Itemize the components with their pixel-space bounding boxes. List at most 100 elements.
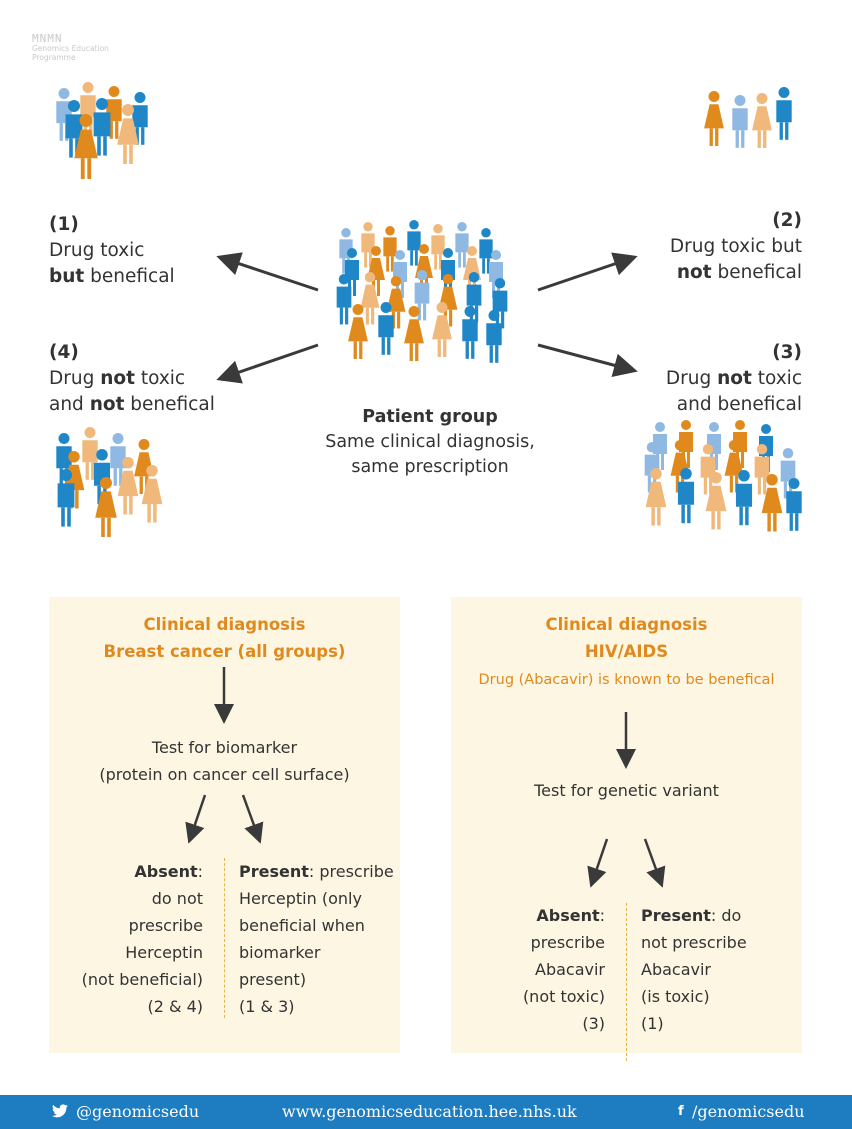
- crowd-patient-group: [336, 220, 508, 363]
- person-figure: [110, 433, 126, 486]
- facebook-icon[interactable]: f: [678, 1104, 684, 1119]
- person-figure: [386, 276, 406, 329]
- person-figure: [486, 310, 502, 363]
- person-figure: [705, 472, 727, 530]
- person-figure: [348, 304, 368, 359]
- right-absent-label: Absent: [536, 906, 600, 925]
- right-arrow-present: [643, 838, 666, 888]
- person-figure: [141, 465, 163, 523]
- group-2-bold: not: [676, 262, 712, 283]
- hiv-heading: Clinical diagnosis HIV/AIDS: [451, 611, 802, 665]
- arrow-to-group-4: [216, 343, 319, 384]
- person-figure: [336, 274, 352, 325]
- website-link[interactable]: www.genomicseducation.hee.nhs.uk: [282, 1102, 577, 1121]
- group-4-pre: Drug: [49, 368, 101, 389]
- left-heading-1: Clinical diagnosis: [143, 615, 306, 634]
- person-figure: [431, 224, 445, 270]
- right-heading-2: HIV/AIDS: [584, 642, 669, 661]
- person-figure: [57, 469, 75, 527]
- group-4-number: (4): [49, 342, 79, 363]
- group-2-post: benefical: [711, 262, 802, 283]
- right-arrow-absent: [587, 838, 609, 888]
- group-1-post: benefical: [84, 266, 175, 287]
- group-1-label: (1) Drug toxic but benefical: [49, 212, 175, 290]
- person-figure: [93, 98, 111, 156]
- left-test-text: Test for biomarker (protein on cancer ce…: [49, 734, 400, 788]
- group-4-bold2: not: [89, 394, 125, 415]
- right-divider: [626, 903, 627, 1061]
- person-figure: [677, 468, 695, 524]
- person-figure: [752, 93, 772, 148]
- right-present-block: Present: do not prescribe Abacavir (is t…: [641, 906, 747, 1033]
- group-3-bold: not: [717, 368, 752, 389]
- person-figure: [407, 220, 421, 266]
- person-figure: [704, 91, 724, 146]
- twitter-handle-link[interactable]: @genomicsedu: [76, 1102, 200, 1121]
- left-heading-2: Breast cancer (all groups): [103, 642, 346, 661]
- breast-cancer-heading: Clinical diagnosis Breast cancer (all gr…: [49, 611, 400, 665]
- crowd-group-1: [56, 82, 148, 179]
- patient-group-line2: same prescription: [351, 457, 509, 477]
- arrows-overlay: [216, 252, 638, 384]
- group-1-number: (1): [49, 214, 79, 235]
- person-figure: [735, 470, 753, 526]
- person-figure: [776, 87, 792, 140]
- person-figure: [492, 278, 508, 329]
- group-4-pre2: and: [49, 394, 90, 415]
- person-figure: [786, 478, 802, 531]
- patient-group-caption: Patient group Same clinical diagnosis, s…: [290, 405, 570, 480]
- arrow-to-group-3: [537, 343, 638, 377]
- left-panel-arrows: [185, 667, 264, 844]
- person-figure: [479, 228, 493, 274]
- arrow-to-group-1: [216, 252, 319, 292]
- group-2-label: (2) Drug toxic but not benefical: [600, 208, 802, 286]
- logo-text: Genomics Education Programme: [32, 44, 109, 62]
- group-1-bold: but: [49, 266, 85, 287]
- group-1-line1: Drug toxic: [49, 240, 145, 261]
- facebook-handle-link[interactable]: /genomicsedu: [692, 1102, 805, 1121]
- footer-bar: @genomicsedu www.genomicseducation.hee.n…: [0, 1095, 852, 1129]
- left-divider: [224, 858, 225, 1018]
- person-figure: [754, 444, 770, 495]
- person-figure: [404, 306, 424, 361]
- left-present-block: Present: prescribe Herceptin (only benef…: [239, 862, 394, 1016]
- group-2-line1: Drug toxic but: [669, 236, 802, 257]
- left-absent-block: Absent: do not prescribe Herceptin (not …: [81, 862, 203, 1016]
- group-3-mid: toxic: [751, 368, 802, 389]
- logo-mark: MNMN: [32, 32, 63, 45]
- person-figure: [462, 306, 478, 359]
- left-test-line1: Test for biomarker: [151, 738, 298, 757]
- person-figure: [361, 222, 375, 268]
- person-figure: [82, 427, 98, 480]
- group-4-post2: benefical: [124, 394, 215, 415]
- group-4-bold1: not: [100, 368, 135, 389]
- group-4-label: (4) Drug not toxic and not benefical: [49, 340, 215, 418]
- twitter-icon[interactable]: [52, 1102, 68, 1121]
- arrow-to-group-2: [537, 252, 638, 292]
- right-panel-arrows: [587, 712, 666, 888]
- crowd-group-3: [644, 420, 802, 532]
- person-figure: [780, 448, 796, 499]
- left-present-label: Present: [239, 862, 309, 881]
- left-arrow-present: [241, 794, 264, 844]
- person-figure: [117, 104, 139, 164]
- person-figure: [117, 457, 139, 515]
- person-figure: [732, 95, 748, 148]
- person-figure: [360, 272, 380, 325]
- right-test-text: Test for genetic variant: [534, 781, 719, 800]
- person-figure: [645, 468, 667, 526]
- patient-group-line1: Same clinical diagnosis,: [325, 432, 535, 452]
- person-figure: [132, 92, 148, 145]
- group-3-number: (3): [772, 342, 802, 363]
- group-3-line2: and benefical: [676, 394, 802, 415]
- group-3-pre: Drug: [665, 368, 718, 389]
- group-2-number: (2): [772, 210, 802, 231]
- person-figure: [761, 474, 783, 532]
- left-arrow-absent: [185, 794, 207, 844]
- patient-group-title: Patient group: [362, 407, 498, 427]
- person-figure: [700, 444, 716, 495]
- right-present-label: Present: [641, 906, 711, 925]
- person-figure: [95, 477, 117, 537]
- person-figure: [383, 226, 397, 272]
- person-figure: [432, 302, 452, 357]
